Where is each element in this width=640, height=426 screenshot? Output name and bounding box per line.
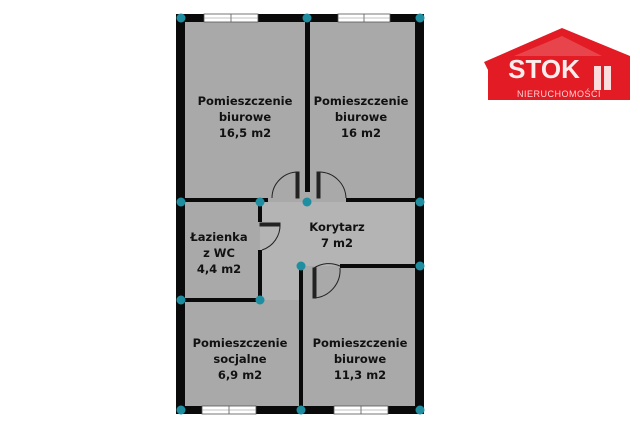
room-area: 6,9 m2	[217, 368, 263, 382]
room-label-bathroom: Łazienka z WC 4,4 m2	[190, 229, 247, 277]
room-floor-office-ne	[307, 18, 420, 202]
room-name: socjalne	[213, 352, 267, 366]
logo-brand-text: STOK	[508, 54, 580, 84]
room-label-office-ne: Pomieszczenie biurowe 16 m2	[314, 93, 409, 141]
doors	[259, 171, 347, 299]
stok-logo: STOK NIERUCHOMOŚCI	[484, 28, 630, 100]
logo-chimney-icon	[594, 66, 601, 90]
room-name: biurowe	[333, 352, 387, 366]
wall-joints	[176, 13, 425, 415]
room-area: 7 m2	[321, 236, 353, 250]
room-label-office-se: Pomieszczenie biurowe 11,3 m2	[313, 335, 408, 383]
room-floor-corridor-lower	[260, 266, 301, 300]
room-name: Łazienka	[190, 230, 248, 244]
room-name: biurowe	[334, 110, 388, 124]
room-name: Pomieszczenie	[197, 94, 293, 108]
room-floor-bathroom	[180, 202, 260, 300]
room-name: Korytarz	[309, 220, 365, 234]
interior-walls	[180, 18, 420, 410]
room-label-office-nw: Pomieszczenie biurowe 16,5 m2	[198, 93, 293, 141]
room-area: 4,4 m2	[196, 262, 242, 276]
door-office-se	[312, 263, 341, 299]
room-name: Pomieszczenie	[312, 336, 408, 350]
room-name: biurowe	[218, 110, 272, 124]
room-area: 11,3 m2	[333, 368, 387, 382]
room-floor-office-se	[301, 266, 420, 410]
door-bathroom	[259, 222, 281, 251]
windows	[201, 13, 391, 415]
room-label-corridor: Korytarz 7 m2	[309, 219, 364, 251]
door-office-nw	[271, 171, 300, 199]
room-floor-office-nw	[180, 18, 307, 202]
room-name: Pomieszczenie	[313, 94, 409, 108]
room-area: 16 m2	[341, 126, 381, 140]
room-name: z WC	[203, 246, 235, 260]
room-floor-corridor	[260, 202, 420, 266]
logo-sub-text: NIERUCHOMOŚCI	[517, 88, 601, 99]
room-label-social: Pomieszczenie socjalne 6,9 m2	[193, 335, 288, 383]
room-floor-social	[180, 300, 301, 410]
room-name: Pomieszczenie	[192, 336, 288, 350]
door-office-ne	[316, 171, 347, 199]
room-area: 16,5 m2	[218, 126, 272, 140]
logo-roof-icon	[484, 28, 630, 100]
